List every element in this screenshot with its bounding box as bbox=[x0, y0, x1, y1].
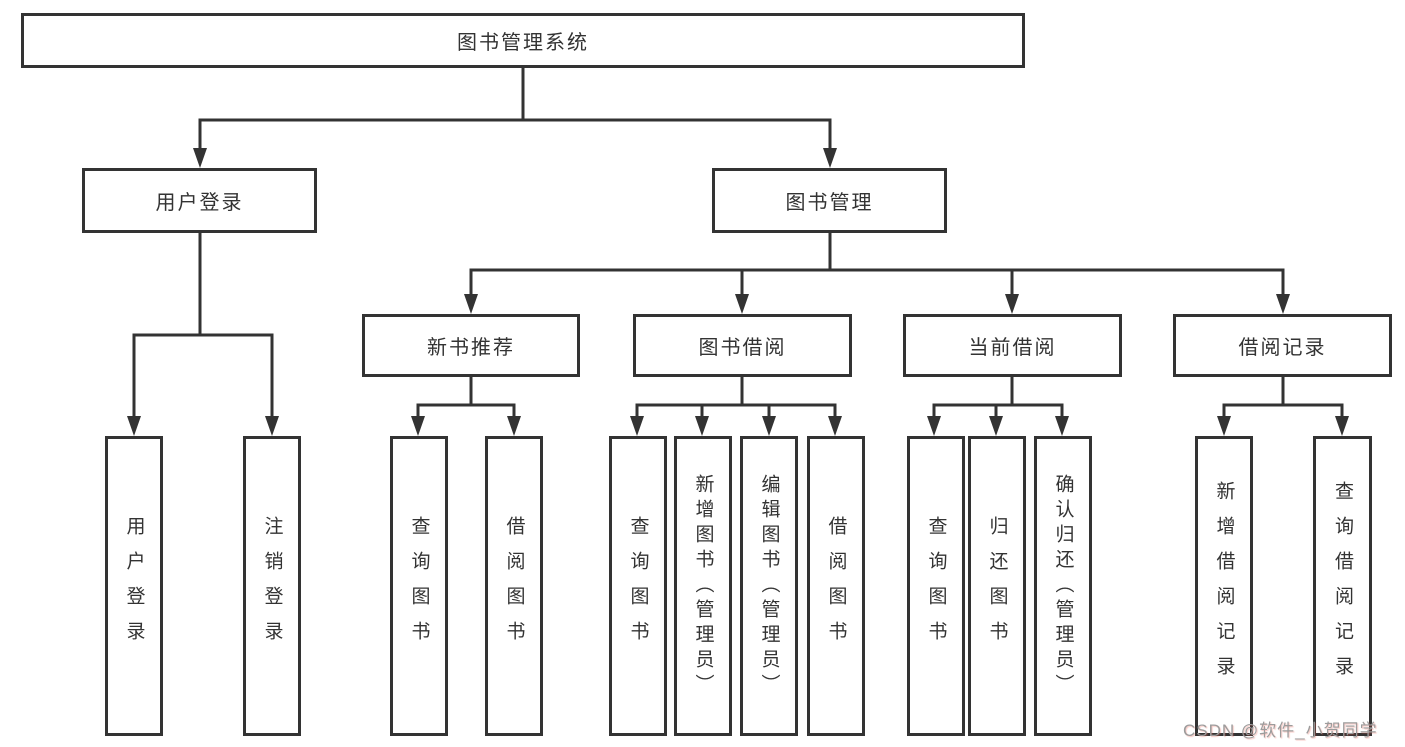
leaf-add-borrow-record: 新增借阅记录 bbox=[1195, 436, 1253, 736]
node-new-book-recommend: 新书推荐 bbox=[362, 314, 580, 377]
leaf-query-books-recommend-label: 查询图书 bbox=[408, 516, 430, 656]
node-current-borrowing: 当前借阅 bbox=[903, 314, 1122, 377]
node-user-login: 用户登录 bbox=[82, 168, 317, 233]
leaf-add-borrow-record-label: 新增借阅记录 bbox=[1213, 481, 1235, 691]
node-book-borrowing-label: 图书借阅 bbox=[698, 337, 787, 359]
leaf-borrow-books-recommend: 借阅图书 bbox=[485, 436, 543, 736]
node-new-book-recommend-label: 新书推荐 bbox=[427, 337, 515, 359]
leaf-query-books-borrowing-label: 查询图书 bbox=[627, 516, 649, 656]
csdn-watermark: CSDN @软件_小贺同学 bbox=[1183, 721, 1378, 740]
node-book-management-label: 图书管理 bbox=[785, 192, 874, 214]
leaf-query-books-recommend: 查询图书 bbox=[390, 436, 448, 736]
leaf-return-book-label: 归还图书 bbox=[986, 516, 1008, 656]
node-root: 图书管理系统 bbox=[21, 13, 1025, 68]
node-user-login-label: 用户登录 bbox=[155, 192, 244, 214]
node-current-borrowing-label: 当前借阅 bbox=[968, 337, 1057, 359]
leaf-return-book: 归还图书 bbox=[968, 436, 1026, 736]
leaf-query-books-current: 查询图书 bbox=[907, 436, 965, 736]
node-borrow-records-label: 借阅记录 bbox=[1238, 337, 1327, 359]
node-root-label: 图书管理系统 bbox=[457, 32, 589, 54]
leaf-borrow-books-borrowing: 借阅图书 bbox=[807, 436, 865, 736]
leaf-add-book-admin: 新增图书（管理员） bbox=[674, 436, 732, 736]
leaf-edit-book-admin-label: 编辑图书（管理员） bbox=[758, 473, 780, 699]
leaf-query-borrow-record-label: 查询借阅记录 bbox=[1332, 481, 1353, 691]
arrowheads bbox=[127, 148, 1349, 436]
node-book-borrowing: 图书借阅 bbox=[633, 314, 852, 377]
leaf-logout-label: 注销登录 bbox=[261, 516, 283, 656]
leaf-confirm-return-admin: 确认归还（管理员） bbox=[1034, 436, 1092, 736]
leaf-borrow-books-recommend-label: 借阅图书 bbox=[503, 516, 525, 656]
leaf-user-login: 用户登录 bbox=[105, 436, 163, 736]
leaf-logout: 注销登录 bbox=[243, 436, 301, 736]
node-book-management: 图书管理 bbox=[712, 168, 947, 233]
leaf-add-book-admin-label: 新增图书（管理员） bbox=[692, 473, 714, 699]
leaf-confirm-return-admin-label: 确认归还（管理员） bbox=[1052, 473, 1074, 699]
leaf-borrow-books-borrowing-label: 借阅图书 bbox=[825, 516, 847, 656]
leaf-query-books-current-label: 查询图书 bbox=[925, 516, 947, 656]
leaf-edit-book-admin: 编辑图书（管理员） bbox=[740, 436, 798, 736]
leaf-query-borrow-record: 查询借阅记录 bbox=[1313, 436, 1372, 736]
node-borrow-records: 借阅记录 bbox=[1173, 314, 1392, 377]
leaf-user-login-label: 用户登录 bbox=[123, 516, 145, 656]
leaf-query-books-borrowing: 查询图书 bbox=[609, 436, 667, 736]
